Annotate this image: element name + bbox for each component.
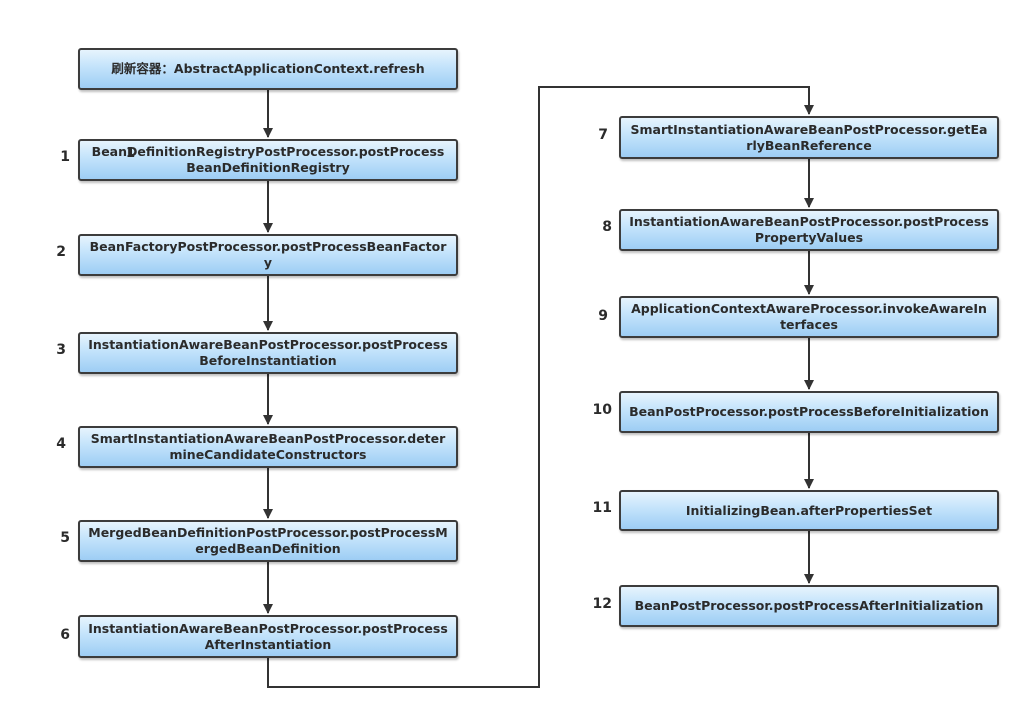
- step-number-2: 2: [56, 244, 66, 260]
- start-node-label: 刷新容器：AbstractApplicationContext.refresh: [111, 61, 425, 76]
- step-node-2: BeanFactoryPostProcessor.postProcessBean…: [78, 234, 458, 276]
- step-node-9: ApplicationContextAwareProcessor.invokeA…: [619, 296, 999, 338]
- step-number-5: 5: [60, 530, 70, 546]
- step-node-6: InstantiationAwareBeanPostProcessor.post…: [78, 615, 458, 658]
- step-number-4: 4: [56, 436, 66, 452]
- step-label-10: BeanPostProcessor.postProcessBeforeIniti…: [629, 404, 989, 419]
- start-node: 刷新容器：AbstractApplicationContext.refresh: [78, 48, 458, 90]
- step-label-12: BeanPostProcessor.postProcessAfterInitia…: [634, 598, 984, 613]
- step-node-1: BeanDefinitionRegistryPostProcessor.post…: [78, 139, 458, 181]
- step-node-5: MergedBeanDefinitionPostProcessor.postPr…: [78, 520, 458, 562]
- step-label-11: InitializingBean.afterPropertiesSet: [685, 502, 933, 518]
- step-number-3: 3: [56, 342, 66, 358]
- step-node-11: InitializingBean.afterPropertiesSet: [619, 490, 999, 531]
- step-label-6: InstantiationAwareBeanPostProcessor.post…: [88, 620, 448, 652]
- step-label-8: InstantiationAwareBeanPostProcessor.post…: [629, 214, 989, 245]
- step-number-11: 11: [592, 500, 612, 516]
- step-number-6: 6: [60, 627, 70, 643]
- step-node-10: BeanPostProcessor.postProcessBeforeIniti…: [619, 391, 999, 433]
- step-number-7: 7: [598, 127, 608, 143]
- step-node-8: InstantiationAwareBeanPostProcessor.post…: [619, 209, 999, 251]
- step-number-12: 12: [592, 596, 612, 612]
- step-node-7: SmartInstantiationAwareBeanPostProcessor…: [619, 116, 999, 159]
- step-number-9: 9: [598, 308, 608, 324]
- arrow-6-to-7: [267, 86, 814, 688]
- step-label-3: InstantiationAwareBeanPostProcessor.post…: [88, 337, 448, 368]
- step-number-1: 1: [60, 149, 70, 165]
- step-node-12: BeanPostProcessor.postProcessAfterInitia…: [619, 585, 999, 627]
- step-label-4: SmartInstantiationAwareBeanPostProcessor…: [90, 431, 446, 462]
- step-label-7: SmartInstantiationAwareBeanPostProcessor…: [630, 121, 988, 153]
- step-node-4: SmartInstantiationAwareBeanPostProcessor…: [78, 426, 458, 468]
- step-label-5: MergedBeanDefinitionPostProcessor.postPr…: [88, 525, 448, 556]
- step-number-8: 8: [602, 219, 612, 235]
- step-label-2: BeanFactoryPostProcessor.postProcessBean…: [89, 239, 447, 270]
- overlay-step-number: 1: [126, 146, 136, 161]
- step-label-9: ApplicationContextAwareProcessor.invokeA…: [631, 301, 987, 332]
- step-node-3: InstantiationAwareBeanPostProcessor.post…: [78, 332, 458, 374]
- step-number-10: 10: [592, 402, 612, 418]
- step-label-1: BeanDefinitionRegistryPostProcessor.post…: [91, 144, 445, 175]
